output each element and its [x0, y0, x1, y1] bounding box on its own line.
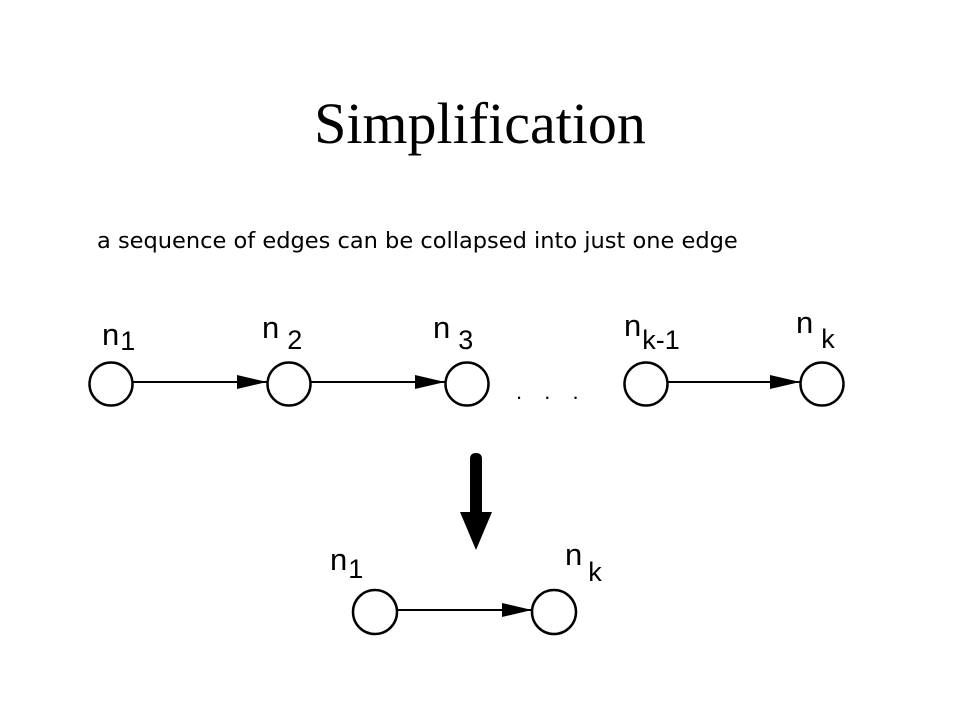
node-n3 — [444, 361, 490, 407]
label-n3-main: n — [433, 310, 450, 345]
label-nk-main: n — [796, 305, 813, 340]
collapsed-label-n1-sub: 1 — [348, 554, 363, 584]
collapse-arrow — [460, 453, 492, 550]
label-nk-1-sub: k-1 — [642, 325, 680, 355]
collapsed-label-n1: n1 — [330, 542, 363, 584]
node-nk-1 — [623, 361, 669, 407]
node-n2 — [266, 361, 312, 407]
collapsed-node-n1 — [351, 588, 399, 636]
slide-title: Simplification — [314, 91, 646, 156]
slide-subtitle: a sequence of edges can be collapsed int… — [97, 228, 738, 254]
label-n1-sub: 1 — [120, 326, 135, 356]
node-n1 — [88, 361, 134, 407]
collapsed-node-nk — [530, 588, 578, 636]
collapsed-label-n1-main: n — [330, 542, 347, 577]
ellipsis: . . . — [516, 379, 587, 404]
label-n1-main: n — [102, 317, 119, 352]
collapsed-label-nk-sub: k — [588, 557, 602, 587]
label-n2-sub: 2 — [287, 325, 302, 355]
label-n3-sub: 3 — [458, 325, 473, 355]
label-nk-1: nk-1 — [624, 308, 680, 355]
label-nk-1-main: n — [624, 308, 641, 343]
label-n2-main: n — [262, 310, 279, 345]
label-n1: n1 — [102, 317, 135, 356]
label-nk-sub: k — [821, 324, 835, 354]
node-nk — [799, 361, 845, 407]
collapsed-label-nk-main: n — [565, 537, 582, 572]
